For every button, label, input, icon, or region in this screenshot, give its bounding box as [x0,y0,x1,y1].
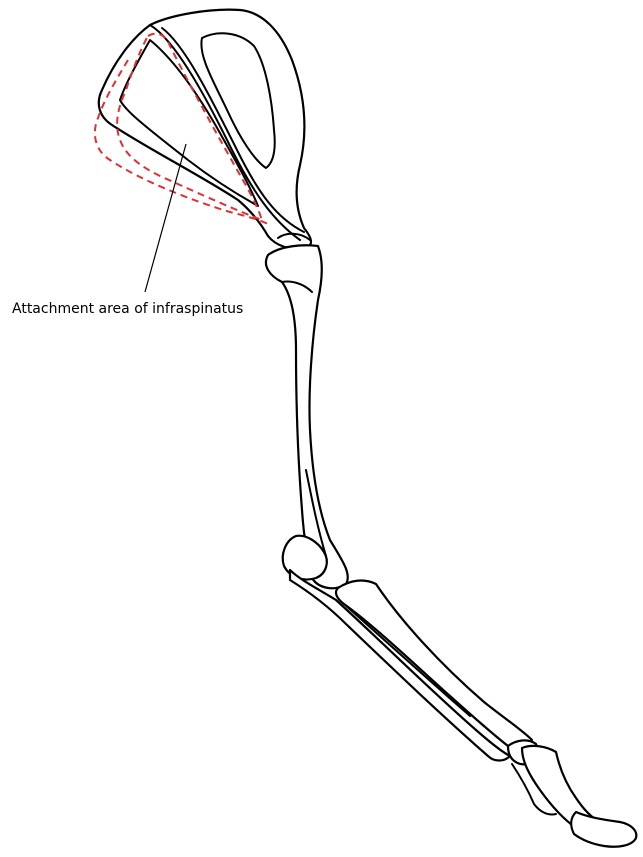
radius-outline [336,581,532,748]
radius-ulna [283,536,532,761]
scapula [99,10,311,249]
radius-ulna-separation [344,604,470,716]
label-leader-line [145,144,186,292]
digit [571,812,636,847]
ulna-outline [290,570,510,761]
infraspinatus-label: Attachment area of infraspinatus [12,301,243,317]
humerus [266,234,348,589]
scapula-outline [99,10,311,249]
paw [508,740,636,846]
